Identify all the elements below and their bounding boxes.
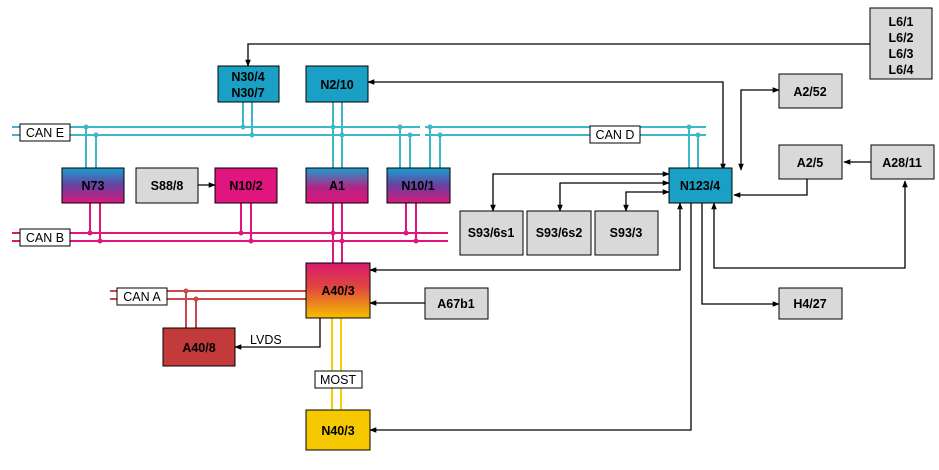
module-a40-8[interactable]: A40/8 — [162, 327, 236, 367]
svg-text:CAN E: CAN E — [26, 126, 64, 140]
svg-text:N2/10: N2/10 — [320, 78, 353, 92]
svg-text:N40/3: N40/3 — [321, 424, 354, 438]
can-e-bus — [12, 102, 420, 168]
svg-text:H4/27: H4/27 — [793, 297, 826, 311]
module-n10-1[interactable]: N10/1 — [386, 167, 451, 204]
module-h4-27[interactable]: H4/27 — [778, 287, 843, 320]
svg-text:CAN D: CAN D — [596, 128, 635, 142]
svg-text:S93/6s1: S93/6s1 — [468, 226, 515, 240]
most-bus — [331, 318, 342, 410]
svg-text:A2/5: A2/5 — [797, 156, 823, 170]
module-n30[interactable]: N30/4 N30/7 — [217, 65, 280, 103]
can-b-bus — [12, 203, 448, 263]
module-a40-3[interactable]: A40/3 — [305, 262, 371, 319]
module-a2-5[interactable]: A2/5 — [778, 144, 843, 180]
svg-text:L6/2: L6/2 — [888, 31, 913, 45]
svg-text:A40/8: A40/8 — [182, 341, 215, 355]
svg-text:N73: N73 — [82, 179, 105, 193]
svg-text:A28/11: A28/11 — [882, 156, 922, 170]
svg-text:N10/1: N10/1 — [401, 179, 434, 193]
signal-wires — [136, 43, 908, 433]
svg-text:N30/4: N30/4 — [231, 70, 264, 84]
svg-text:L6/1: L6/1 — [888, 15, 913, 29]
svg-text:CAN B: CAN B — [26, 231, 64, 245]
module-s93-3[interactable]: S93/3 — [594, 210, 659, 256]
can-b-label: CAN B — [19, 228, 71, 247]
module-s88-8[interactable]: S88/8 — [135, 167, 199, 204]
module-s93-6s2[interactable]: S93/6s2 — [526, 210, 592, 256]
svg-text:S88/8: S88/8 — [151, 179, 184, 193]
can-d-label: CAN D — [589, 125, 641, 144]
svg-text:N30/7: N30/7 — [231, 86, 264, 100]
module-n2-10[interactable]: N2/10 — [305, 65, 369, 103]
module-a67b1[interactable]: A67b1 — [424, 287, 489, 320]
svg-text:CAN A: CAN A — [123, 290, 161, 304]
svg-text:S93/6s2: S93/6s2 — [536, 226, 583, 240]
module-a28-11[interactable]: A28/11 — [870, 144, 935, 180]
module-n40-3[interactable]: N40/3 — [305, 409, 371, 451]
can-a-label: CAN A — [116, 287, 168, 306]
module-n123-4[interactable]: N123/4 — [668, 167, 733, 204]
module-a2-52[interactable]: A2/52 — [778, 73, 843, 109]
svg-text:L6/3: L6/3 — [888, 47, 913, 61]
module-l6[interactable]: L6/1 L6/2 L6/3 L6/4 — [869, 7, 933, 80]
module-n10-2[interactable]: N10/2 — [214, 167, 278, 204]
can-e-label: CAN E — [19, 123, 71, 142]
can-d-bus — [425, 124, 706, 168]
svg-text:L6/4: L6/4 — [888, 63, 913, 77]
svg-text:S93/3: S93/3 — [610, 226, 643, 240]
module-n73[interactable]: N73 — [61, 167, 125, 204]
svg-text:MOST: MOST — [320, 373, 356, 387]
svg-text:N123/4: N123/4 — [680, 179, 720, 193]
svg-text:A67b1: A67b1 — [437, 297, 475, 311]
most-label: MOST — [314, 370, 363, 389]
svg-text:A1: A1 — [329, 179, 345, 193]
module-s93-6s1[interactable]: S93/6s1 — [459, 210, 524, 256]
module-a1[interactable]: A1 — [305, 167, 369, 204]
svg-text:N10/2: N10/2 — [229, 179, 262, 193]
lvds-label: LVDS — [250, 333, 282, 347]
svg-text:A2/52: A2/52 — [793, 85, 826, 99]
svg-text:A40/3: A40/3 — [321, 284, 354, 298]
